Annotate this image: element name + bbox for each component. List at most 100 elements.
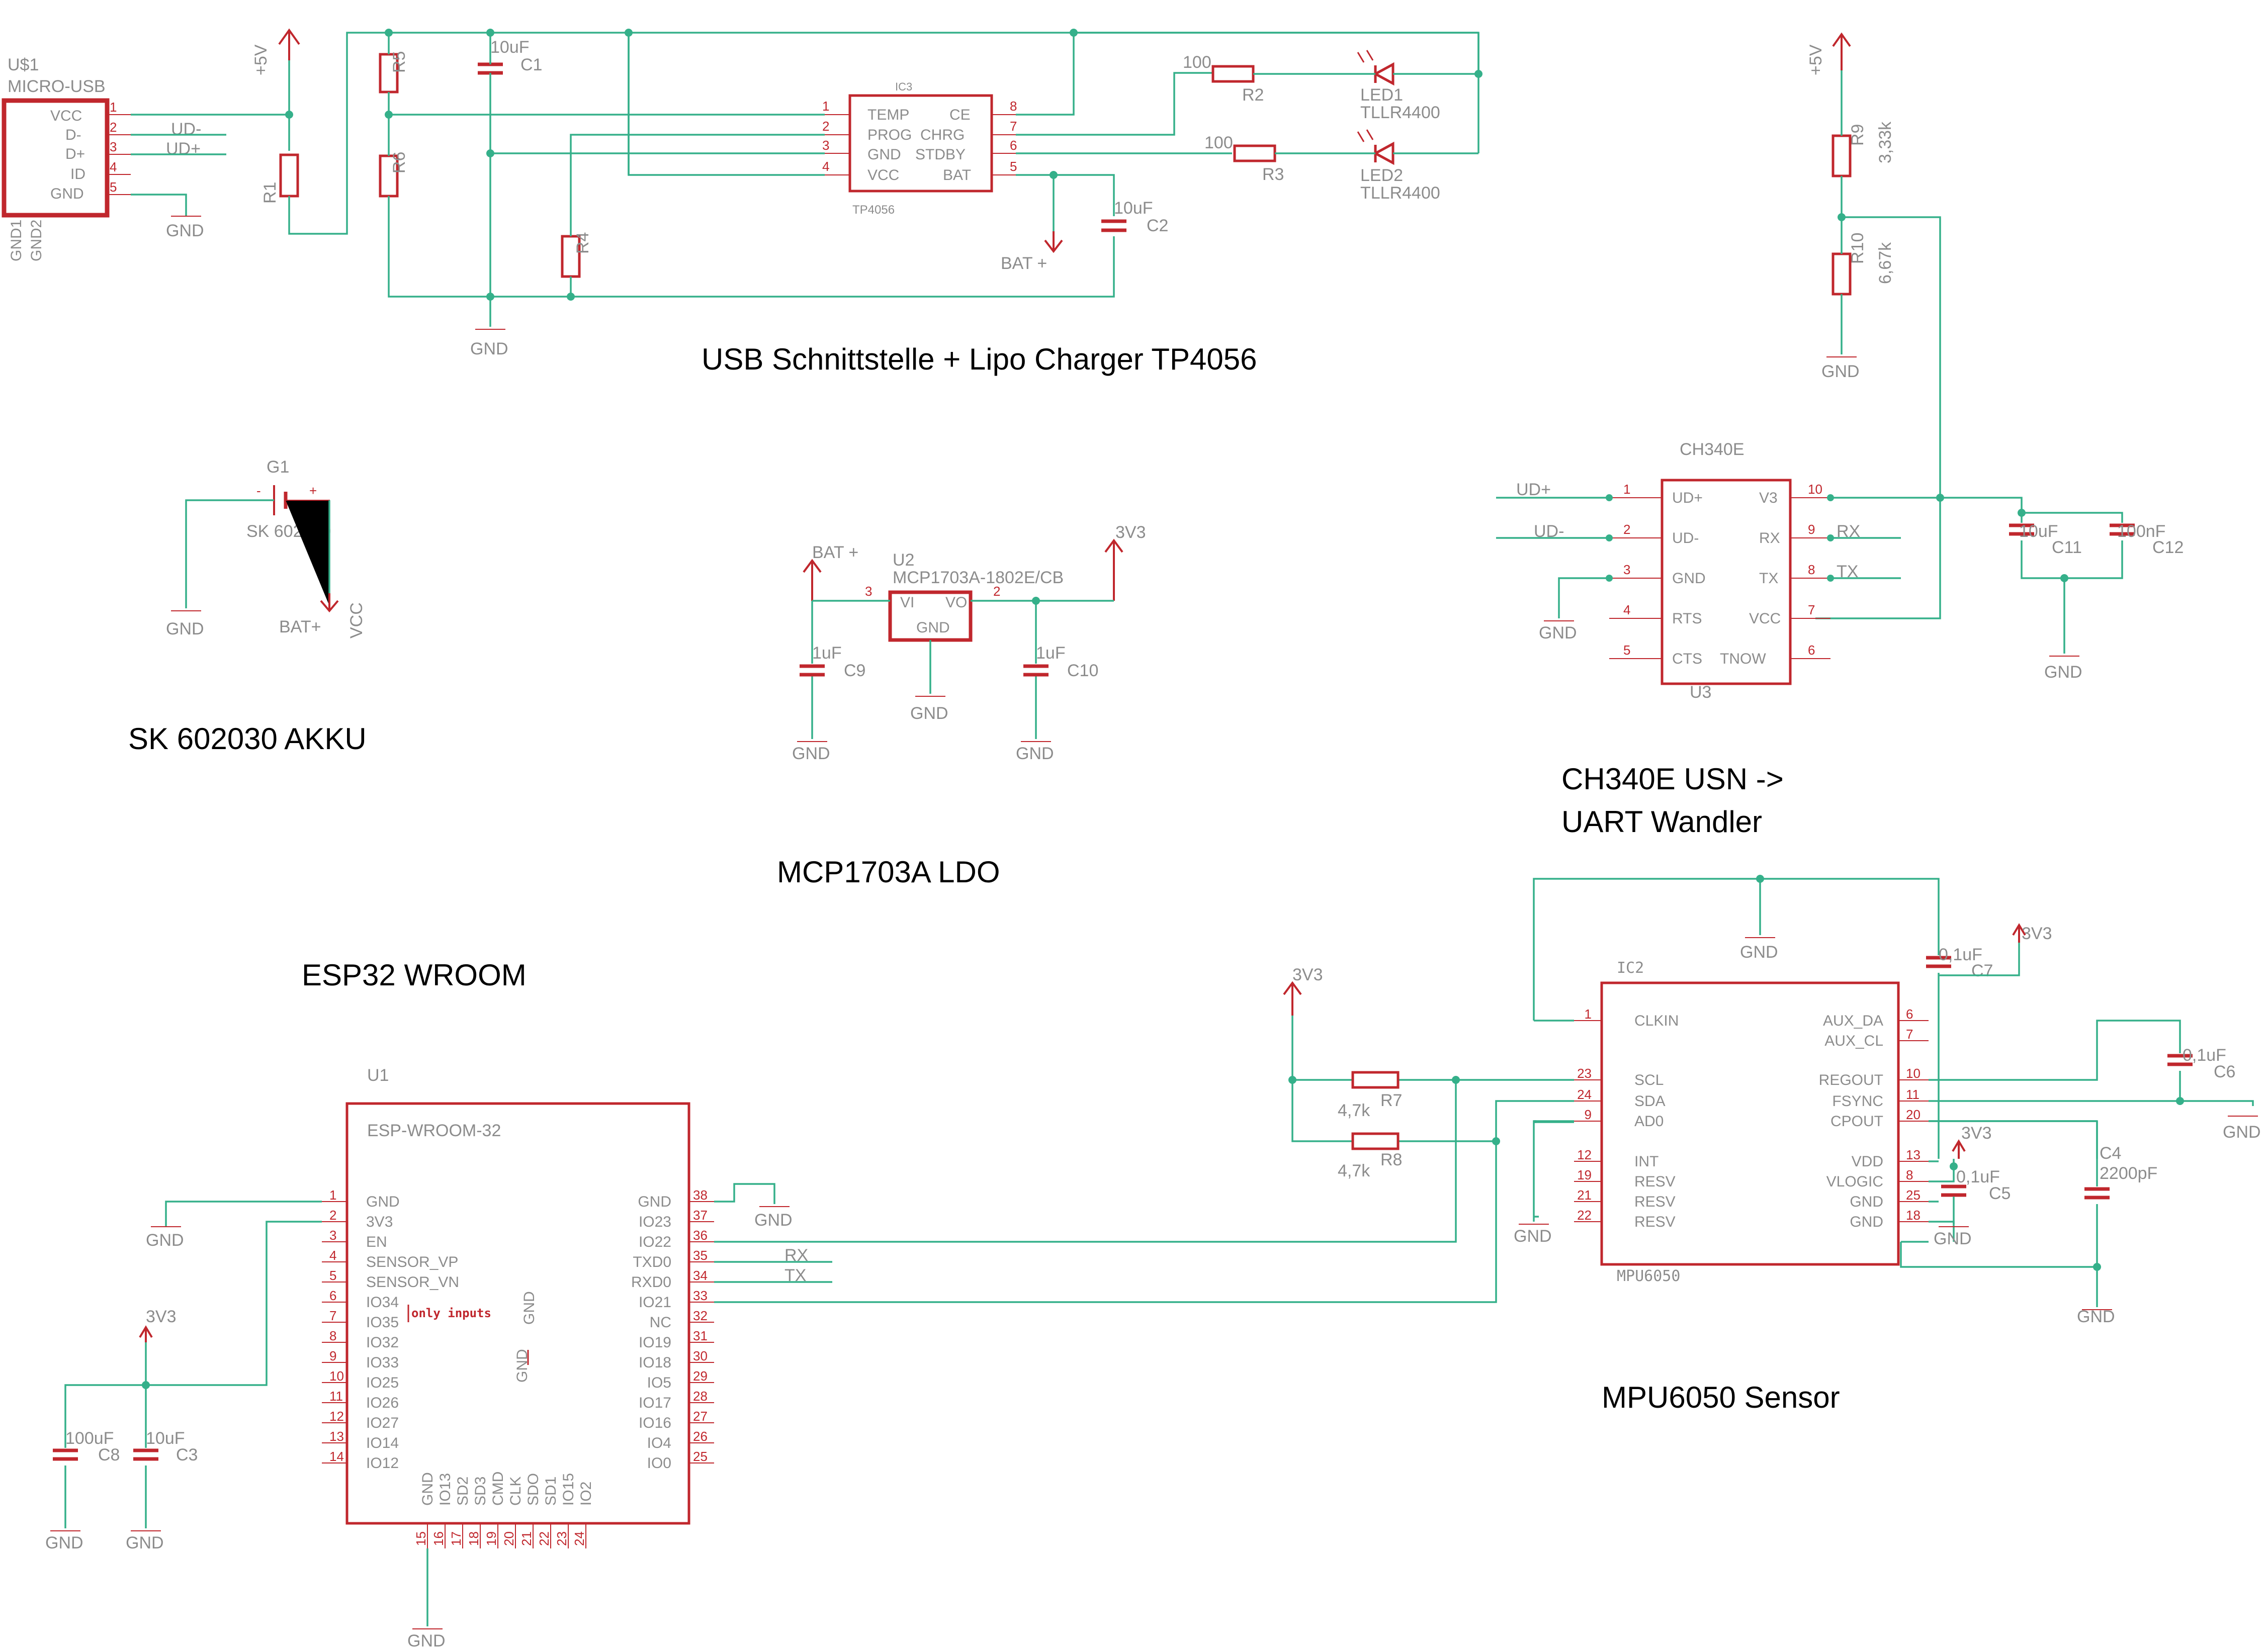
esp32-bottom-pin-label: SDO [525, 1473, 542, 1506]
svg-text:GND: GND [867, 146, 901, 163]
svg-text:LED2: LED2 [1360, 166, 1403, 185]
resistor-r10: R10 6,67k [1831, 233, 1895, 296]
usb-connector: U$1 MICRO-USB VCC D- D+ ID GND 1 2 3 4 5… [2, 55, 131, 261]
ic-ch340e: CH340E U3 UD+ UD- GND RTS CTS V3 RX TX V… [1609, 440, 1830, 702]
mpu-right-pin-number: 6 [1906, 1006, 1913, 1022]
net-label-udp-ch340: UD+ [1516, 480, 1551, 499]
gnd-symbol: GND [910, 696, 948, 723]
svg-text:BAT: BAT [943, 167, 971, 184]
svg-text:100: 100 [1183, 53, 1211, 72]
svg-text:GND: GND [2044, 663, 2082, 682]
mpu-right-pin-number: 11 [1906, 1087, 1920, 1102]
svg-text:TEMP: TEMP [867, 107, 909, 123]
esp32-right-pin-label: IO16 [639, 1415, 671, 1431]
svg-text:100uF: 100uF [65, 1429, 114, 1448]
title-mpu: MPU6050 Sensor [1602, 1381, 1840, 1414]
svg-text:R7: R7 [1380, 1091, 1402, 1110]
mpu-right-pin-label: VLOGIC [1826, 1173, 1883, 1190]
capacitor-c4: C4 2200pF [2084, 1144, 2157, 1200]
svg-text:GND: GND [910, 704, 948, 723]
ldo-bat-plus: BAT + [803, 543, 858, 601]
svg-text:UD-: UD- [1672, 530, 1699, 546]
mpu-right-pin-label: GND [1850, 1194, 1883, 1210]
svg-text:LED1: LED1 [1360, 85, 1403, 105]
esp32-right-pin-label: IO4 [647, 1435, 671, 1451]
mpu-right-pin-number: 10 [1906, 1066, 1921, 1081]
svg-text:3V3: 3V3 [1115, 523, 1146, 542]
esp32-note-only-inputs: only inputs [411, 1306, 491, 1320]
svg-text:10uF: 10uF [146, 1429, 185, 1448]
svg-text:9: 9 [1808, 522, 1815, 537]
svg-text:2: 2 [110, 120, 117, 135]
svg-text:0,1uF: 0,1uF [2183, 1046, 2226, 1065]
svg-text:GND: GND [792, 744, 830, 763]
usb-gnd1: GND1 [8, 220, 25, 261]
gnd-symbol: GND [126, 1530, 164, 1552]
esp32-right-pin-number: 36 [693, 1228, 708, 1243]
svg-text:5: 5 [1010, 159, 1017, 174]
esp32-bottom-pin-label: IO15 [560, 1473, 577, 1506]
plus5v-symbol-left: +5V [251, 28, 300, 75]
svg-text:4,7k: 4,7k [1338, 1161, 1370, 1180]
capacitor-c6: 0,1uF C6 [2167, 1046, 2235, 1081]
mpu-left-pin-number: 24 [1577, 1087, 1592, 1102]
svg-text:ESP-WROOM-32: ESP-WROOM-32 [367, 1121, 501, 1140]
esp32-right-pin-label: IO5 [647, 1375, 671, 1391]
title-ch340-line1: CH340E USN -> [1561, 762, 1784, 796]
esp32-right-pin-label: IO18 [639, 1354, 671, 1371]
esp32-left-pin-number: 10 [329, 1368, 344, 1384]
esp32-left-pin-label: IO27 [366, 1415, 399, 1431]
gnd-symbol: GND [166, 610, 204, 638]
resistor-r3: 100 R3 [1204, 133, 1284, 184]
esp32-right-pin-number: 32 [693, 1308, 708, 1323]
esp32-bottom-pin-number: 23 [554, 1531, 569, 1546]
capacitor-c2: 10uF C2 [1101, 199, 1168, 235]
svg-text:GND: GND [45, 1533, 83, 1552]
esp32-right-pin-label: IO19 [639, 1334, 671, 1351]
esp32-left-pin-label: EN [366, 1234, 387, 1250]
svg-text:+5V: +5V [251, 44, 271, 75]
title-esp32: ESP32 WROOM [302, 958, 527, 992]
mpu-right-pin-number: 7 [1906, 1027, 1913, 1042]
svg-text:3: 3 [865, 584, 872, 599]
esp32-left-pin-number: 5 [329, 1268, 336, 1283]
esp32-right-pin-number: 38 [693, 1187, 708, 1203]
esp32-right-pin-label: IO17 [639, 1395, 671, 1411]
svg-text:3V3: 3V3 [1961, 1124, 1992, 1143]
usb-ref: U$1 [8, 55, 39, 74]
svg-text:R8: R8 [1380, 1150, 1402, 1169]
esp32-bottom-pin-label: CLK [507, 1477, 524, 1506]
esp32-left-pin-number: 1 [329, 1187, 336, 1203]
capacitor-c11: 10uF C11 [2009, 522, 2082, 557]
resistor-r2: 100 R2 [1183, 53, 1264, 105]
svg-text:CE: CE [949, 107, 971, 123]
net-label-tx-ch340: TX [1837, 562, 1858, 581]
esp32-bottom-pin-number: 20 [501, 1531, 516, 1546]
svg-text:GND: GND [521, 1291, 538, 1325]
capacitor-c7: 0,1uF C7 [1926, 945, 1993, 980]
svg-text:IC3: IC3 [895, 80, 912, 93]
svg-text:C6: C6 [2214, 1062, 2235, 1081]
esp32-left-pins: GND13V32EN3SENSOR_VP4SENSOR_VN5IO346IO35… [322, 1187, 459, 1472]
svg-text:TX: TX [1759, 570, 1778, 587]
bat-plus-arrow: BAT + [1001, 231, 1063, 273]
esp32-left-pin-label: IO25 [366, 1375, 399, 1391]
esp32-left-pin-label: IO33 [366, 1354, 399, 1371]
capacitor-c9: 1uF C9 [800, 644, 865, 680]
svg-text:3V3: 3V3 [146, 1307, 177, 1326]
svg-text:GND: GND [1934, 1229, 1972, 1248]
svg-text:GND: GND [916, 619, 950, 636]
mpu-right-pin-number: 20 [1906, 1107, 1921, 1122]
net-label-tx-esp: TX [784, 1266, 806, 1285]
svg-text:CTS: CTS [1672, 651, 1702, 667]
esp32-left-pin-number: 4 [329, 1248, 336, 1263]
svg-text:R6: R6 [390, 152, 409, 173]
svg-text:C5: C5 [1989, 1184, 2011, 1203]
gnd-symbol: GND [2223, 1116, 2261, 1142]
svg-text:2: 2 [993, 584, 1000, 599]
mpu-left-pin-label: CLKIN [1634, 1013, 1679, 1029]
svg-text:V3: V3 [1759, 490, 1778, 506]
svg-text:GND: GND [1821, 362, 1860, 381]
svg-text:1: 1 [110, 100, 117, 115]
svg-text:GND: GND [166, 619, 204, 638]
